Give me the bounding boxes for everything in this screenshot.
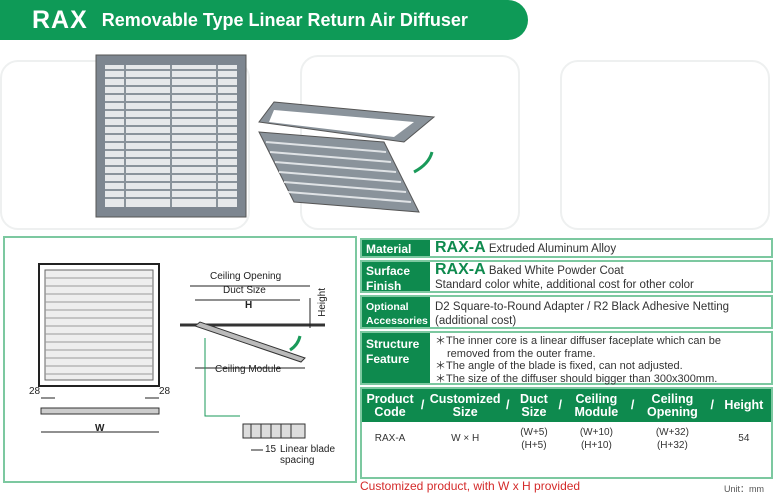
spec-row-material: Material RAX-A Extruded Aluminum Alloy [360, 238, 773, 258]
spec-value: (additional cost) [435, 315, 517, 327]
separator: / [558, 398, 562, 412]
diffuser-front-image [95, 54, 247, 218]
header-cell: Duct [520, 391, 548, 406]
header-cell: Opening [647, 404, 698, 419]
header-cell: Module [574, 404, 619, 419]
header-cell: Customized [429, 391, 501, 406]
cell: RAX-A [374, 433, 406, 444]
header-cell: Product [366, 391, 414, 406]
header-cell: Ceiling [651, 391, 694, 406]
ceiling-module-label: Ceiling Module [215, 364, 282, 375]
watermark [560, 60, 770, 230]
header-cell: Height [724, 398, 764, 412]
separator: / [710, 398, 714, 412]
cell: (W+10) [579, 427, 613, 438]
spec-code: RAX-A [435, 239, 486, 256]
ceiling-opening-label: Ceiling Opening [210, 271, 282, 282]
cell: (H+10) [580, 440, 612, 451]
width-label: W [95, 423, 105, 434]
page-title: Removable Type Linear Return Air Diffuse… [101, 9, 468, 30]
blade-spacing-label: Linear blade spacing [280, 444, 336, 466]
spec-value: Extruded Aluminum Alloy [488, 243, 617, 255]
spec-value: Baked White Powder Coat [488, 265, 624, 277]
header-cell: Size [521, 404, 547, 419]
separator: / [420, 398, 425, 412]
spec-code: RAX-A [435, 261, 486, 278]
feature-item: ＊The angle of the blade is fixed, can no… [435, 360, 683, 372]
spec-label: Surface [366, 264, 411, 278]
unit-label: Unit：mm [724, 484, 764, 494]
spec-label: Material [362, 240, 430, 256]
separator: / [505, 398, 510, 412]
duct-size-label: Duct Size [223, 285, 266, 296]
dim-left-label: 28 [29, 386, 41, 397]
header-cell: Ceiling [575, 391, 618, 406]
height-label: Height [317, 288, 328, 317]
spec-label: Accessories [366, 315, 428, 327]
table-row: RAX-A W × H (W+5) (H+5) (W+10) (H+10) (W+3… [362, 422, 771, 452]
feature-item: ＊The size of the diffuser should bigger … [435, 372, 718, 385]
arrow-icon [413, 151, 434, 174]
header-cell: Code [374, 404, 406, 419]
separator: / [630, 398, 635, 412]
dim-right-label: 28 [159, 386, 171, 397]
product-code: RAX [32, 5, 88, 34]
spec-label: Feature [366, 352, 410, 366]
feature-item: ＊The inner core is a linear diffuser fac… [435, 335, 721, 347]
cell: (H+5) [521, 440, 547, 451]
spec-label: Finish [366, 279, 402, 293]
dimension-diagram: 28 28 W Ceiling Opening Duct Size H Heig… [3, 236, 357, 483]
spec-label: Optional [366, 301, 409, 313]
custom-note: Customized product, with W x H provided [360, 479, 581, 493]
spec-value: Standard color white, additional cost fo… [435, 279, 694, 291]
spec-label: Structure [366, 337, 420, 351]
h-label: H [245, 300, 253, 311]
page-header: RAX Removable Type Linear Return Air Dif… [0, 0, 528, 40]
cell: 54 [738, 433, 750, 444]
header-cell: Size [452, 404, 478, 419]
cell: (W+32) [655, 427, 689, 438]
feature-item: removed from the outer frame. [447, 347, 596, 360]
cell: (H+32) [656, 440, 688, 451]
spec-value: D2 Square-to-Round Adapter / R2 Black Ad… [435, 301, 730, 313]
cell: W × H [451, 433, 480, 444]
diffuser-removed-image [258, 101, 436, 213]
blade-dim-label: 15 [265, 444, 277, 455]
cell: (W+5) [520, 427, 548, 438]
